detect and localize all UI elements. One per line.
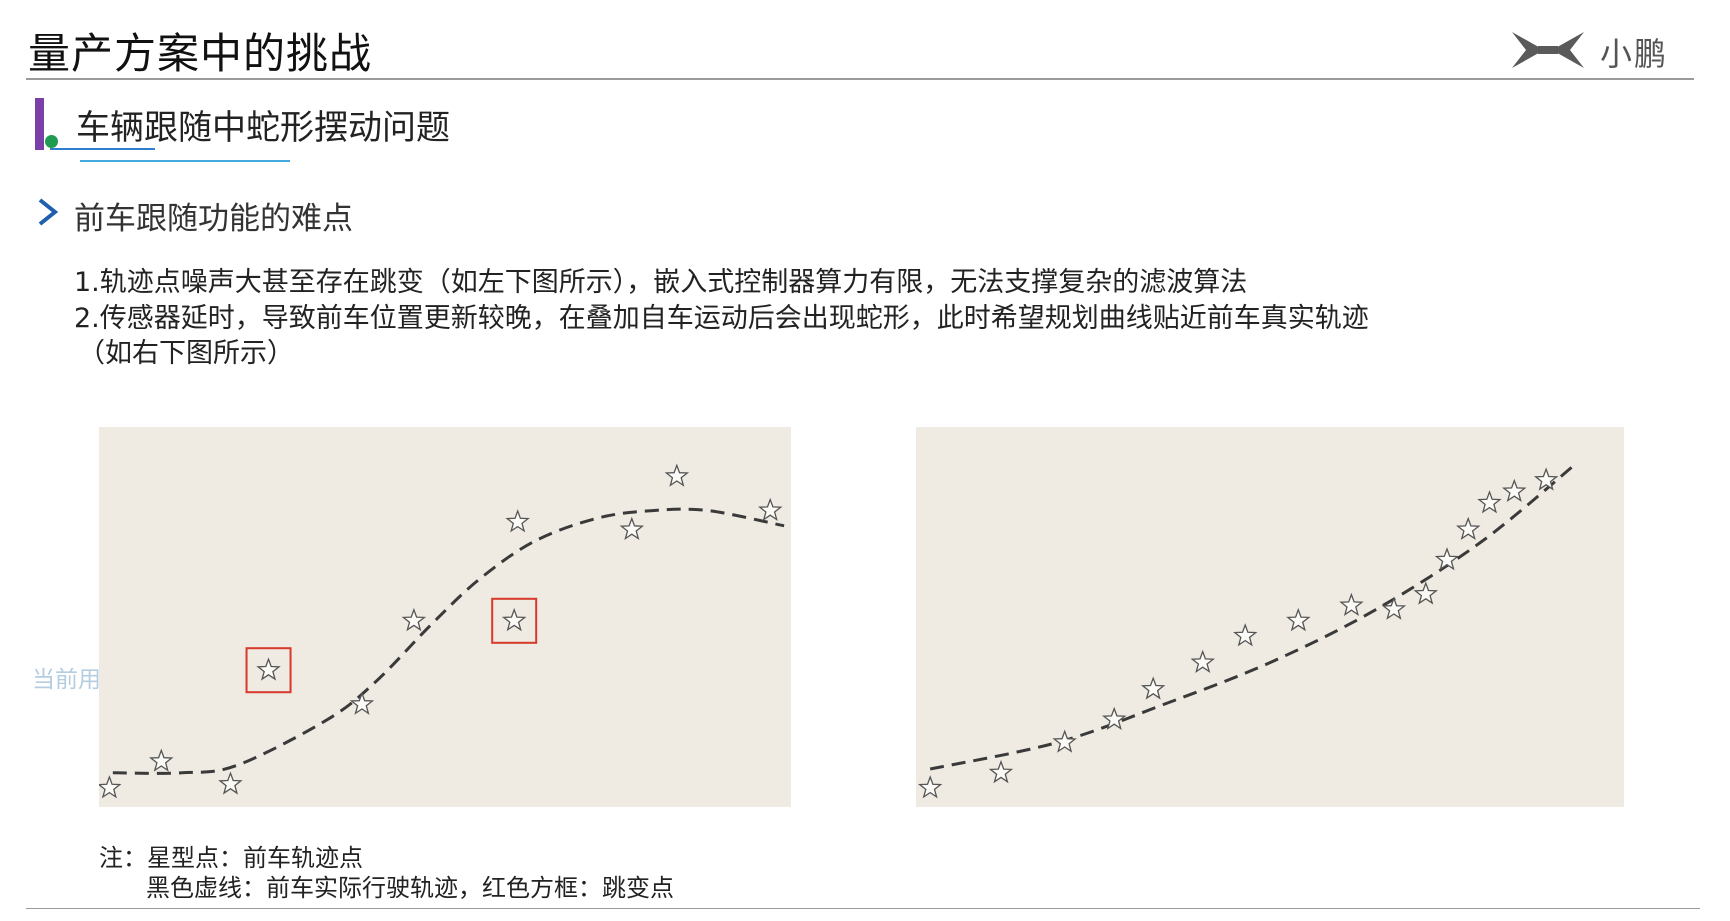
trajectory-point-star [1533,467,1559,491]
trajectory-point-star [1413,581,1438,605]
trajectory-point-star [149,748,174,772]
trajectory-noise-chart [99,427,791,807]
section-underline [50,148,155,150]
figure-note-line-1: 注：星型点：前车轨迹点 [99,844,363,872]
trajectory-point-star [619,516,645,541]
trajectory-lag-chart [916,427,1624,807]
plot-background [99,427,791,807]
section-marker-dot [45,135,58,148]
body-line-1: 1.轨迹点噪声大甚至存在跳变（如左下图所示），嵌入式控制器算力有限，无法支撑复杂… [74,267,1248,298]
subsection-title: 前车跟随功能的难点 [74,201,353,237]
page-title: 量产方案中的挑战 [28,29,373,78]
chevron-right-icon [38,198,59,226]
footer-divider [26,908,1700,909]
header-divider [26,78,1694,80]
brand-logo: 小鹏 [1508,26,1708,78]
body-line-2: 2.传感器延时，导致前车位置更新较晚，在叠加自车运动后会出现蛇形，此时希望规划曲… [74,303,1369,334]
brand-name: 小鹏 [1600,35,1669,73]
trajectory-point-star [988,759,1014,784]
trajectory-point-star [1434,547,1460,571]
trajectory-point-star [1286,607,1311,632]
trajectory-point-star [401,607,427,632]
figure-note-line-2: 黑色虚线：前车实际行驶轨迹，红色方框：跳变点 [146,874,674,902]
trajectory-point-star [664,463,690,487]
xpeng-x-logo-icon [1512,32,1584,68]
trajectory-point-star [1477,490,1502,514]
trajectory-point-star [99,775,122,799]
trajectory-point-star [1233,623,1258,647]
true-trajectory-line [112,507,785,775]
section-marker-bar [35,98,44,150]
trajectory-point-star [218,771,243,795]
trajectory-point-star [349,691,375,715]
trajectory-point-star [1140,676,1166,700]
jump-point-box [245,647,292,694]
section-underline-long [80,160,290,162]
trajectory-point-star [1339,592,1364,617]
trajectory-point-star [917,775,943,799]
section-title: 车辆跟随中蛇形摆动问题 [76,108,450,148]
trajectory-point-star [1102,706,1127,731]
trajectory-point-star [501,607,527,632]
trajectory-point-star [256,657,281,681]
body-line-3: （如右下图所示） [78,338,294,369]
trajectory-point-star [758,497,783,522]
true-trajectory-line [929,463,1576,771]
trajectory-point-star [1052,729,1077,753]
jump-point-box [491,597,538,644]
trajectory-point-star [1190,649,1215,674]
trajectory-point-star [1381,596,1407,620]
trajectory-point-star [1502,478,1527,503]
trajectory-point-star [505,509,530,533]
trajectory-point-star [1456,516,1481,541]
